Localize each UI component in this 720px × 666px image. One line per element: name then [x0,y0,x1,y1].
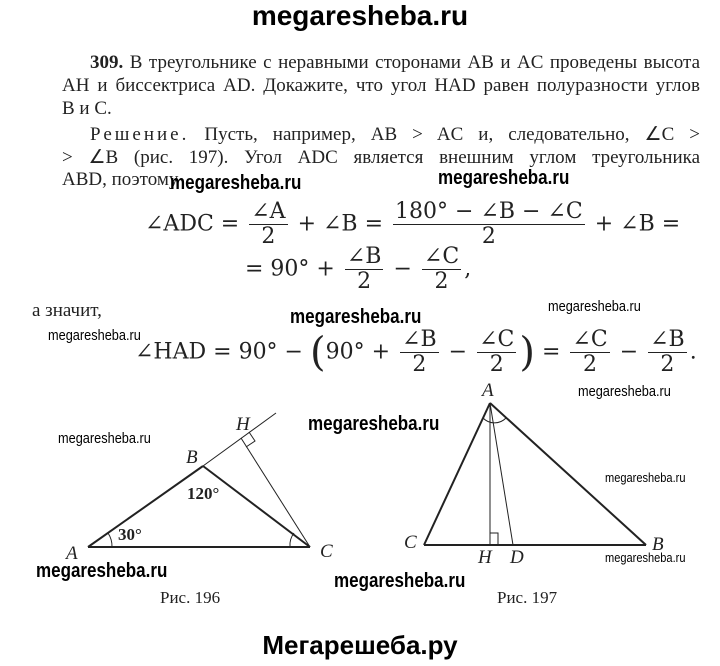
formula-part: ∠ADC = [145,211,240,237]
watermark: megaresheba.ru [334,570,466,592]
site-title: megaresheba.ru [251,0,469,31]
fig197-label-c: C [404,532,417,553]
fig197-label-d: D [510,547,524,568]
denominator: 2 [481,224,496,249]
denominator: 2 [357,269,372,294]
solution-text: Пусть, например, AB > AC и, следовательн… [204,124,700,145]
footer-brand: Мегарешеба.ру [262,630,458,660]
fig196-caption: Рис. 196 [160,588,221,607]
watermark: megaresheba.ru [36,560,168,582]
denominator: 2 [583,352,598,377]
formula-part: − [393,256,412,282]
numerator: ∠C [421,244,462,270]
denominator: 2 [412,352,427,377]
denominator: 2 [660,352,675,377]
numerator: ∠A [249,199,288,225]
figure-197 [423,402,647,546]
watermark-small: megaresheba.ru [548,298,641,315]
numerator: ∠B [344,244,384,270]
watermark: megaresheba.ru [170,172,302,194]
watermark: megaresheba.ru [308,413,440,435]
watermark: megaresheba.ru [290,306,422,328]
fig196-angle-b: 120° [187,484,220,503]
numerator: ∠C [570,327,610,353]
solution-label: Решение. [90,124,190,145]
denominator: 2 [489,352,504,377]
paren: ( [310,329,326,376]
numerator: ∠B [648,327,687,353]
formula-part: + ∠B = [297,211,384,237]
denominator: 2 [261,224,276,249]
fig196-label-a: A [66,543,78,564]
problem-line-1: 309. В треугольнике с неравными сторонам… [90,52,700,74]
formula-part: ∠HAD = 90° − [135,339,303,365]
formula-part: . [689,339,697,365]
formula-part: + ∠B = [594,211,681,237]
denominator: 2 [434,269,449,294]
watermark: megaresheba.ru [438,167,570,189]
figure-196 [87,412,311,548]
formula-part: , [464,256,472,282]
fig196-label-h: H [236,414,250,435]
solution-line-3: ABD, поэтому [62,169,179,190]
problem-line-3: B и C. [62,98,112,119]
fig196-label-b: B [186,447,198,468]
formula-part: − [448,339,468,365]
numerator: ∠B [400,327,439,353]
formula-part: = 90° + [245,256,335,282]
fig197-label-a: A [482,380,494,401]
watermark-small: megaresheba.ru [578,383,671,400]
fig196-angle-a: 30° [118,525,142,544]
solution-line-2: > ∠B (рис. 197). Угол ADC является внешн… [62,147,700,168]
problem-line-2: AH и биссектриса AD. Докажите, что угол … [62,75,700,96]
watermark-small: megaresheba.ru [48,327,141,344]
problem-number: 309. [90,52,124,73]
fig197-caption: Рис. 197 [497,588,558,607]
formula-part: − [619,339,639,365]
fig197-label-b: B [652,534,664,555]
fig197-label-h: H [478,547,492,568]
numerator: ∠C [477,327,517,353]
numerator: 180° − ∠B − ∠C [393,199,585,225]
fig196-label-c: C [320,541,333,562]
paren: ) [519,329,535,376]
formula-part: = [541,339,561,365]
problem-text: В треугольнике с неравными сторонами AB … [129,52,701,73]
connector-text: а значит, [32,300,102,321]
watermark-small: megaresheba.ru [605,550,686,565]
watermark-small: megaresheba.ru [605,470,686,485]
solution-line-1: Решение. Пусть, например, AB > AC и, сле… [90,123,700,146]
watermark-small: megaresheba.ru [58,430,151,447]
formula-part: 90° + [325,339,391,365]
